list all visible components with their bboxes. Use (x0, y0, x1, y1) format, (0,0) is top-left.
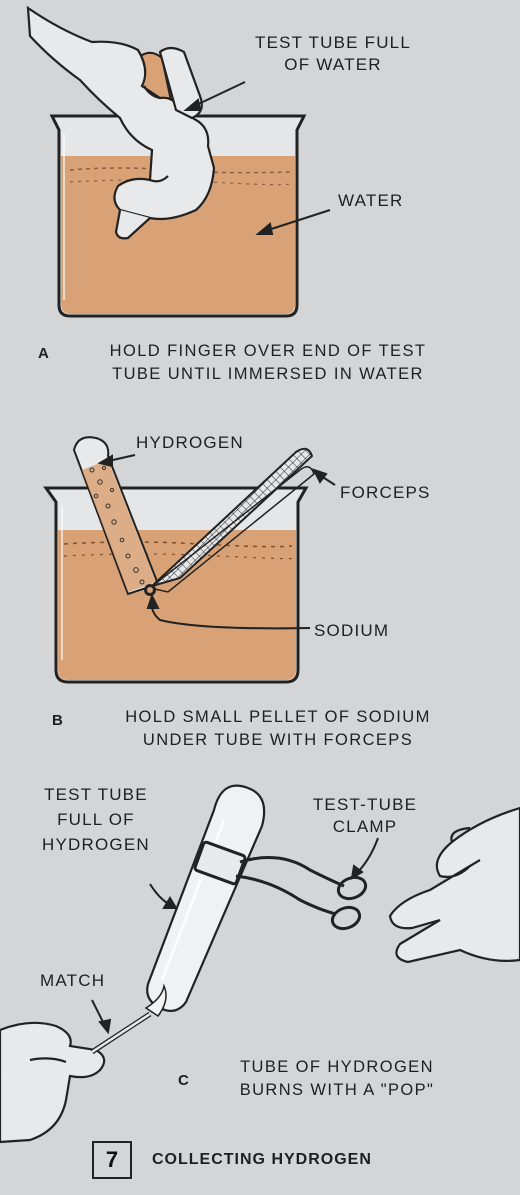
water-b (58, 530, 296, 680)
figure-title: COLLECTING HYDROGEN (152, 1151, 372, 1169)
label-line: HYDROGEN (42, 832, 150, 857)
label-match: MATCH (40, 970, 105, 992)
label-line: FULL OF (42, 807, 150, 832)
caption-line: HOLD FINGER OVER END OF TEST (78, 340, 458, 363)
label-line: TEST-TUBE (310, 794, 420, 816)
label-forceps: FORCEPS (340, 482, 431, 504)
label-test-tube-full-of-hydrogen: TEST TUBE FULL OF HYDROGEN (42, 782, 150, 857)
panel-b-drawing (46, 437, 335, 682)
label-test-tube-full-of-water: TEST TUBE FULL OF WATER (238, 32, 428, 76)
caption-line: TUBE UNTIL IMMERSED IN WATER (78, 363, 458, 386)
caption-c: TUBE OF HYDROGEN BURNS WITH A "POP" (222, 1056, 452, 1102)
caption-b: HOLD SMALL PELLET OF SODIUM UNDER TUBE W… (88, 706, 468, 752)
label-line: OF WATER (238, 54, 428, 76)
label-hydrogen: HYDROGEN (136, 432, 244, 454)
label-test-tube-clamp: TEST-TUBE CLAMP (310, 794, 420, 838)
panel-letter-b: B (52, 712, 63, 729)
figure-number-box: 7 (92, 1141, 132, 1179)
caption-line: UNDER TUBE WITH FORCEPS (88, 729, 468, 752)
label-line: TEST TUBE (42, 782, 150, 807)
label-water: WATER (338, 190, 404, 212)
label-line: CLAMP (310, 816, 420, 838)
label-sodium: SODIUM (314, 620, 389, 642)
hydrogen-tube-c (147, 786, 264, 1011)
label-line: TEST TUBE FULL (238, 32, 428, 54)
caption-a: HOLD FINGER OVER END OF TEST TUBE UNTIL … (78, 340, 458, 386)
panel-letter-a: A (38, 345, 49, 362)
panel-letter-c: C (178, 1072, 189, 1089)
caption-line: TUBE OF HYDROGEN (222, 1056, 452, 1079)
hand-c-left (0, 1023, 104, 1142)
caption-line: HOLD SMALL PELLET OF SODIUM (88, 706, 468, 729)
caption-line: BURNS WITH A "POP" (222, 1079, 452, 1102)
